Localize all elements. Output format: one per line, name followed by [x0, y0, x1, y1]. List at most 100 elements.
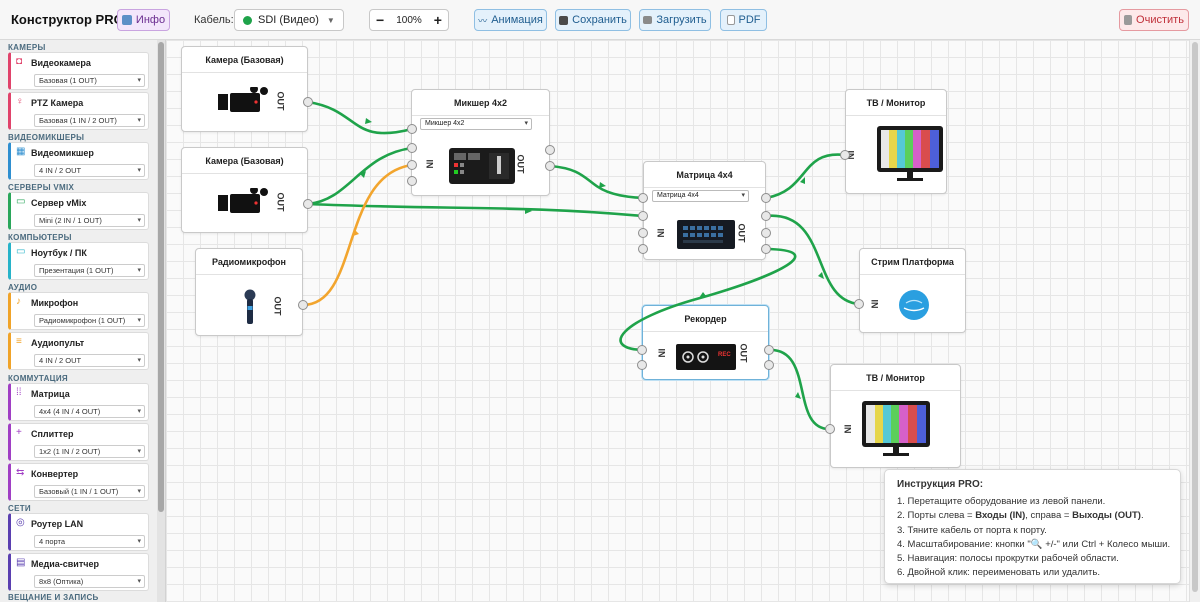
sidebar-item-option-select[interactable]: Презентация (1 OUT): [34, 264, 145, 277]
sidebar-item-label: Матрица: [31, 389, 70, 399]
sidebar-item-laptop[interactable]: ▭ Ноутбук / ПК Презентация (1 OUT): [8, 242, 149, 280]
sidebar-item-videocamera[interactable]: ◘ Видеокамера Базовая (1 OUT): [8, 52, 149, 90]
input-port[interactable]: [407, 160, 417, 170]
output-port[interactable]: [761, 193, 771, 203]
input-port[interactable]: [407, 176, 417, 186]
sidebar-scroll-thumb[interactable]: [158, 42, 164, 512]
sidebar-item-converter[interactable]: ⇆ Конвертер Базовый (1 IN / 1 OUT): [8, 463, 149, 501]
sidebar-item-media-switcher[interactable]: ▤ Медиа-свитчер 8x8 (Оптика): [8, 553, 149, 591]
sidebar-item-option-select[interactable]: Базовая (1 IN / 2 OUT): [34, 114, 145, 127]
input-port[interactable]: [407, 124, 417, 134]
load-button[interactable]: Загрузить: [639, 9, 711, 31]
canvas-scrollbar[interactable]: [1189, 40, 1200, 602]
sidebar-item-ptz-camera[interactable]: ♀ PTZ Камера Базовая (1 IN / 2 OUT): [8, 92, 149, 130]
input-port[interactable]: [407, 143, 417, 153]
node-model-select[interactable]: Микшер 4x2: [420, 118, 532, 130]
microphone-icon: ♪: [16, 296, 21, 307]
canvas-scroll-thumb[interactable]: [1192, 42, 1198, 592]
node-model-select[interactable]: Матрица 4x4: [652, 190, 749, 202]
sidebar-item-splitter[interactable]: + Сплиттер 1x2 (1 IN / 2 OUT): [8, 423, 149, 461]
sidebar-item-label: Конвертер: [31, 469, 79, 479]
output-port[interactable]: [761, 211, 771, 221]
input-port[interactable]: [638, 228, 648, 238]
animation-button[interactable]: 〰 Анимация: [474, 9, 547, 31]
sidebar-scrollbar[interactable]: [157, 40, 165, 602]
camera-icon: ◘: [16, 56, 23, 67]
input-port[interactable]: [840, 150, 850, 160]
output-port[interactable]: [545, 145, 555, 155]
output-port[interactable]: [764, 345, 774, 355]
save-button[interactable]: Сохранить: [555, 9, 631, 31]
info-button[interactable]: Инфо: [117, 9, 170, 31]
load-label: Загрузить: [656, 14, 707, 26]
node-camera-1[interactable]: Камера (Базовая) OUT: [181, 46, 308, 132]
input-port[interactable]: [638, 193, 648, 203]
sidebar-item-option-select[interactable]: 4 IN / 2 OUT: [34, 164, 145, 177]
node-title: Стрим Платформа: [860, 249, 965, 275]
sidebar-item-option-select[interactable]: 8x8 (Оптика): [34, 575, 145, 588]
output-port[interactable]: [764, 360, 774, 370]
instruction-line: 3. Тяните кабель от порта к порту.: [897, 524, 1047, 536]
zoom-in-button[interactable]: +: [433, 12, 442, 28]
pdf-button[interactable]: PDF: [720, 9, 767, 31]
toolbar: Конструктор PRO Инфо Кабель: SDI (Видео)…: [0, 0, 1200, 40]
output-port[interactable]: [761, 244, 771, 254]
output-port[interactable]: [303, 199, 313, 209]
instruction-emphasis: Выходы (OUT): [1072, 510, 1141, 522]
mixer-icon: ▦: [16, 146, 26, 157]
sidebar-item-option-select[interactable]: 4x4 (4 IN / 4 OUT): [34, 405, 145, 418]
sidebar-item-label: Сплиттер: [31, 429, 74, 439]
output-port[interactable]: [303, 97, 313, 107]
laptop-icon: ▭: [16, 246, 26, 257]
sidebar-item-option-select[interactable]: Радиомикрофон (1 OUT): [34, 314, 145, 327]
sidebar-item-microphone[interactable]: ♪ Микрофон Радиомикрофон (1 OUT): [8, 292, 149, 330]
document-icon: [726, 15, 735, 25]
instructions-panel: Инструкция PRO: 1. Перетащите оборудован…: [884, 469, 1181, 584]
clear-button[interactable]: Очистить: [1119, 9, 1189, 31]
sidebar-item-option-select[interactable]: Базовая (1 OUT): [34, 74, 145, 87]
animation-icon: 〰: [478, 15, 488, 26]
node-radiomicrophone[interactable]: Радиомикрофон OUT: [195, 248, 303, 336]
sidebar-item-matrix[interactable]: ⁞⁞ Матрица 4x4 (4 IN / 4 OUT): [8, 383, 149, 421]
input-port[interactable]: [854, 299, 864, 309]
sidebar-item-option-select[interactable]: Базовый (1 IN / 1 OUT): [34, 485, 145, 498]
sidebar-item-option-select[interactable]: Mini (2 IN / 1 OUT): [34, 214, 145, 227]
output-port[interactable]: [545, 161, 555, 171]
node-camera-2[interactable]: Камера (Базовая) OUT: [181, 147, 308, 233]
input-port[interactable]: [638, 244, 648, 254]
instruction-line: 6. Двойной клик: переименовать или удали…: [897, 567, 1100, 579]
input-port[interactable]: [637, 360, 647, 370]
pdf-label: PDF: [738, 14, 761, 26]
output-port[interactable]: [761, 228, 771, 238]
sidebar-item-option-select[interactable]: 4 IN / 2 OUT: [34, 354, 145, 367]
category-videomixers: ВИДЕОМИКШЕРЫ: [8, 133, 85, 142]
sidebar-item-videomixer[interactable]: ▦ Видеомикшер 4 IN / 2 OUT: [8, 142, 149, 180]
node-mixer-4x2[interactable]: Микшер 4x2 Микшер 4x2 IN OUT: [411, 89, 550, 196]
input-port[interactable]: [825, 424, 835, 434]
node-stream-platform[interactable]: Стрим Платформа IN: [859, 248, 966, 333]
app-title: Конструктор PRO: [11, 12, 124, 27]
cable-type-select[interactable]: SDI (Видео) ▼: [234, 9, 344, 31]
instruction-text: .: [1140, 510, 1144, 522]
node-tv-monitor-2[interactable]: ТВ / Монитор IN: [830, 364, 961, 468]
node-title: Камера (Базовая): [182, 47, 307, 73]
node-title: Матрица 4x4: [644, 162, 765, 188]
split-icon: +: [16, 427, 22, 438]
floppy-icon: [559, 15, 569, 25]
zoom-level: 100%: [396, 14, 422, 26]
sidebar-item-lan-router[interactable]: ◎ Роутер LAN 4 порта: [8, 513, 149, 551]
output-port[interactable]: [298, 300, 308, 310]
input-port[interactable]: [637, 345, 647, 355]
input-port[interactable]: [638, 211, 648, 221]
category-cameras: КАМЕРЫ: [8, 43, 46, 52]
sidebar-item-option-select[interactable]: 4 порта: [34, 535, 145, 548]
sidebar-item-vmix-server[interactable]: ▭ Сервер vMix Mini (2 IN / 1 OUT): [8, 192, 149, 230]
sidebar-item-option-select[interactable]: 1x2 (1 IN / 2 OUT): [34, 445, 145, 458]
cable-color-icon: [243, 15, 252, 25]
zoom-out-button[interactable]: −: [376, 12, 385, 28]
router-icon: ◎: [16, 517, 25, 528]
node-tv-monitor-1[interactable]: ТВ / Монитор IN: [845, 89, 947, 194]
category-computers: КОМПЬЮТЕРЫ: [8, 233, 72, 242]
sidebar-item-audio-mixer[interactable]: ≡ Аудиопульт 4 IN / 2 OUT: [8, 332, 149, 370]
